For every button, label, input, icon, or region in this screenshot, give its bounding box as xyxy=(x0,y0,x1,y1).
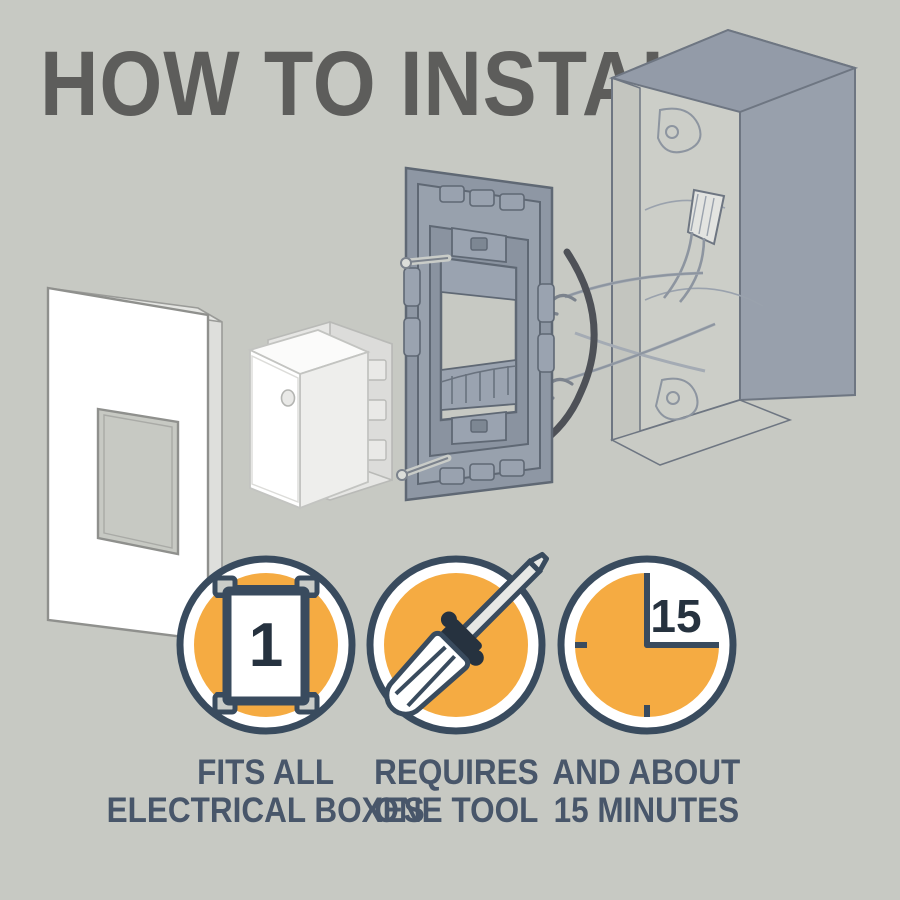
badge-3-number: 15 xyxy=(650,590,701,642)
badge-1-number: 1 xyxy=(248,611,282,680)
badge-2-caption: REQUIRES ONE TOOL xyxy=(374,754,539,830)
mounting-bracket xyxy=(396,166,555,502)
badge-1-caption-line1: FITS ALL xyxy=(196,753,335,792)
bracket-screw-top xyxy=(400,254,452,269)
switch-module xyxy=(247,320,393,510)
badge-fits-all-electrical-boxes: 1 FITS ALL ELECTRICAL BOXES xyxy=(107,552,424,882)
screwdriver-icon xyxy=(384,551,550,717)
badge-circle-3: 15 xyxy=(554,552,740,738)
badge-2-caption-line1: REQUIRES xyxy=(373,753,539,792)
wire-nut xyxy=(686,188,726,246)
page-title: HOW TO INSTALL xyxy=(40,33,742,135)
bracket-screw-bottom xyxy=(396,454,452,481)
clock-icon: 15 xyxy=(574,573,719,717)
badge-and-about-15-minutes: 15 AND ABOUT 15 MINUTES xyxy=(549,552,744,882)
one-gang-box-icon: 1 xyxy=(212,575,319,715)
badge-1-caption-line2: ELECTRICAL BOXES xyxy=(106,791,425,830)
badge-requires-one-tool: REQUIRES ONE TOOL xyxy=(363,551,550,882)
badge-2-caption-line2: ONE TOOL xyxy=(374,791,538,830)
badge-3-caption: AND ABOUT 15 MINUTES xyxy=(553,754,741,830)
badge-circle-2 xyxy=(363,551,550,738)
led-indicator-icon xyxy=(280,389,296,407)
badge-circle-1: 1 xyxy=(173,552,359,738)
feature-badge-row: 1 FITS ALL ELECTRICAL BOXES xyxy=(0,551,900,882)
badge-3-caption-line1: AND ABOUT xyxy=(552,753,741,792)
wires xyxy=(533,248,716,450)
badge-1-caption: FITS ALL ELECTRICAL BOXES xyxy=(107,754,425,830)
badge-3-caption-line2: 15 MINUTES xyxy=(553,791,740,830)
